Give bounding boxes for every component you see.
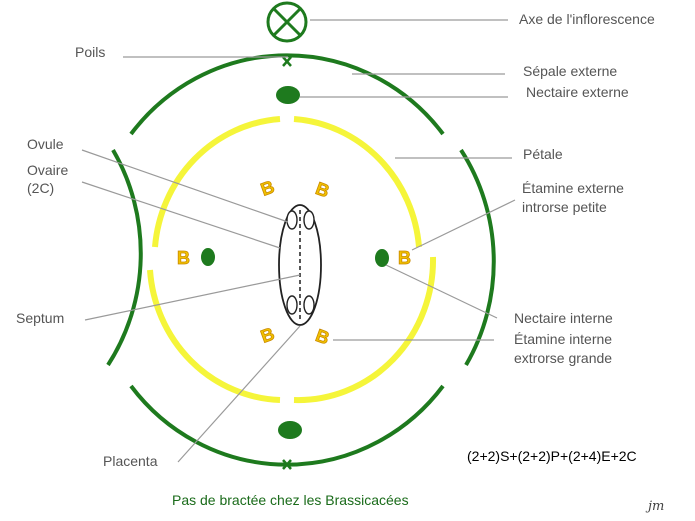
ovary-wall: [278, 204, 322, 326]
sepal-left: [106, 148, 143, 367]
label-nectaire-interne: Nectaire interne: [514, 310, 613, 326]
label-etamine-interne-1: Étamine interne: [514, 331, 612, 347]
leader-lines: [81, 19, 516, 463]
sepal-top: [129, 53, 445, 136]
label-etamine-externe-2: introrse petite: [522, 199, 607, 215]
stamen-inner-top-left: B: [258, 177, 277, 200]
label-etamine-interne-2: extrorse grande: [514, 350, 612, 366]
leader-nectaire-interne: [385, 264, 498, 319]
petal-bottom-left: [147, 269, 281, 403]
ovule-bottom-right: [303, 295, 315, 315]
author-signature: jm: [645, 499, 664, 514]
stamen-outer-left: B: [177, 248, 190, 268]
inflorescence-axis-icon: [266, 1, 308, 43]
label-ovaire-1: Ovaire: [27, 162, 68, 178]
stamen-inner-bottom-left: B: [258, 324, 277, 347]
label-sepale-externe: Sépale externe: [523, 63, 617, 79]
nectary-internal-left: [201, 248, 215, 266]
label-axe: Axe de l'inflorescence: [519, 11, 655, 27]
labels: Axe de l'inflorescence Poils Sépale exte…: [16, 11, 655, 469]
petal-bottom-right: [293, 256, 437, 404]
stamen-outer-right: B: [398, 248, 411, 268]
nectaries: [201, 86, 389, 439]
label-ovaire-2: (2C): [27, 180, 54, 196]
label-ovule: Ovule: [27, 136, 64, 152]
stamen-inner-top-right: B: [313, 178, 332, 201]
petal-top-right: [293, 116, 422, 248]
leader-ovaire: [81, 181, 281, 249]
leader-placenta: [177, 325, 301, 463]
petal-ring: [147, 116, 437, 404]
leader-ovule: [81, 149, 289, 223]
hairs-marks: [282, 56, 292, 470]
ovule-bottom-left: [286, 295, 298, 315]
label-petale: Pétale: [523, 146, 563, 162]
label-poils: Poils: [75, 44, 105, 60]
petal-top-left: [152, 116, 281, 248]
nectary-external-bottom: [278, 421, 302, 439]
label-septum: Septum: [16, 310, 64, 326]
leader-septum: [84, 274, 301, 321]
sepal-right: [459, 148, 496, 367]
floral-formula: (2+2)S+(2+2)P+(2+4)E+2C: [467, 448, 637, 464]
leader-etamine-externe: [411, 199, 516, 251]
caption: Pas de bractée chez les Brassicacées: [172, 492, 409, 508]
nectary-internal-right: [375, 249, 389, 267]
label-nectaire-externe: Nectaire externe: [526, 84, 629, 100]
stamen-inner-bottom-right: B: [313, 325, 332, 348]
ovary: [278, 204, 322, 326]
ovule-top-left: [286, 210, 298, 230]
label-placenta: Placenta: [103, 453, 158, 469]
ovule-top-right: [303, 210, 315, 230]
nectary-external-top: [276, 86, 300, 104]
label-etamine-externe-1: Étamine externe: [522, 180, 624, 196]
